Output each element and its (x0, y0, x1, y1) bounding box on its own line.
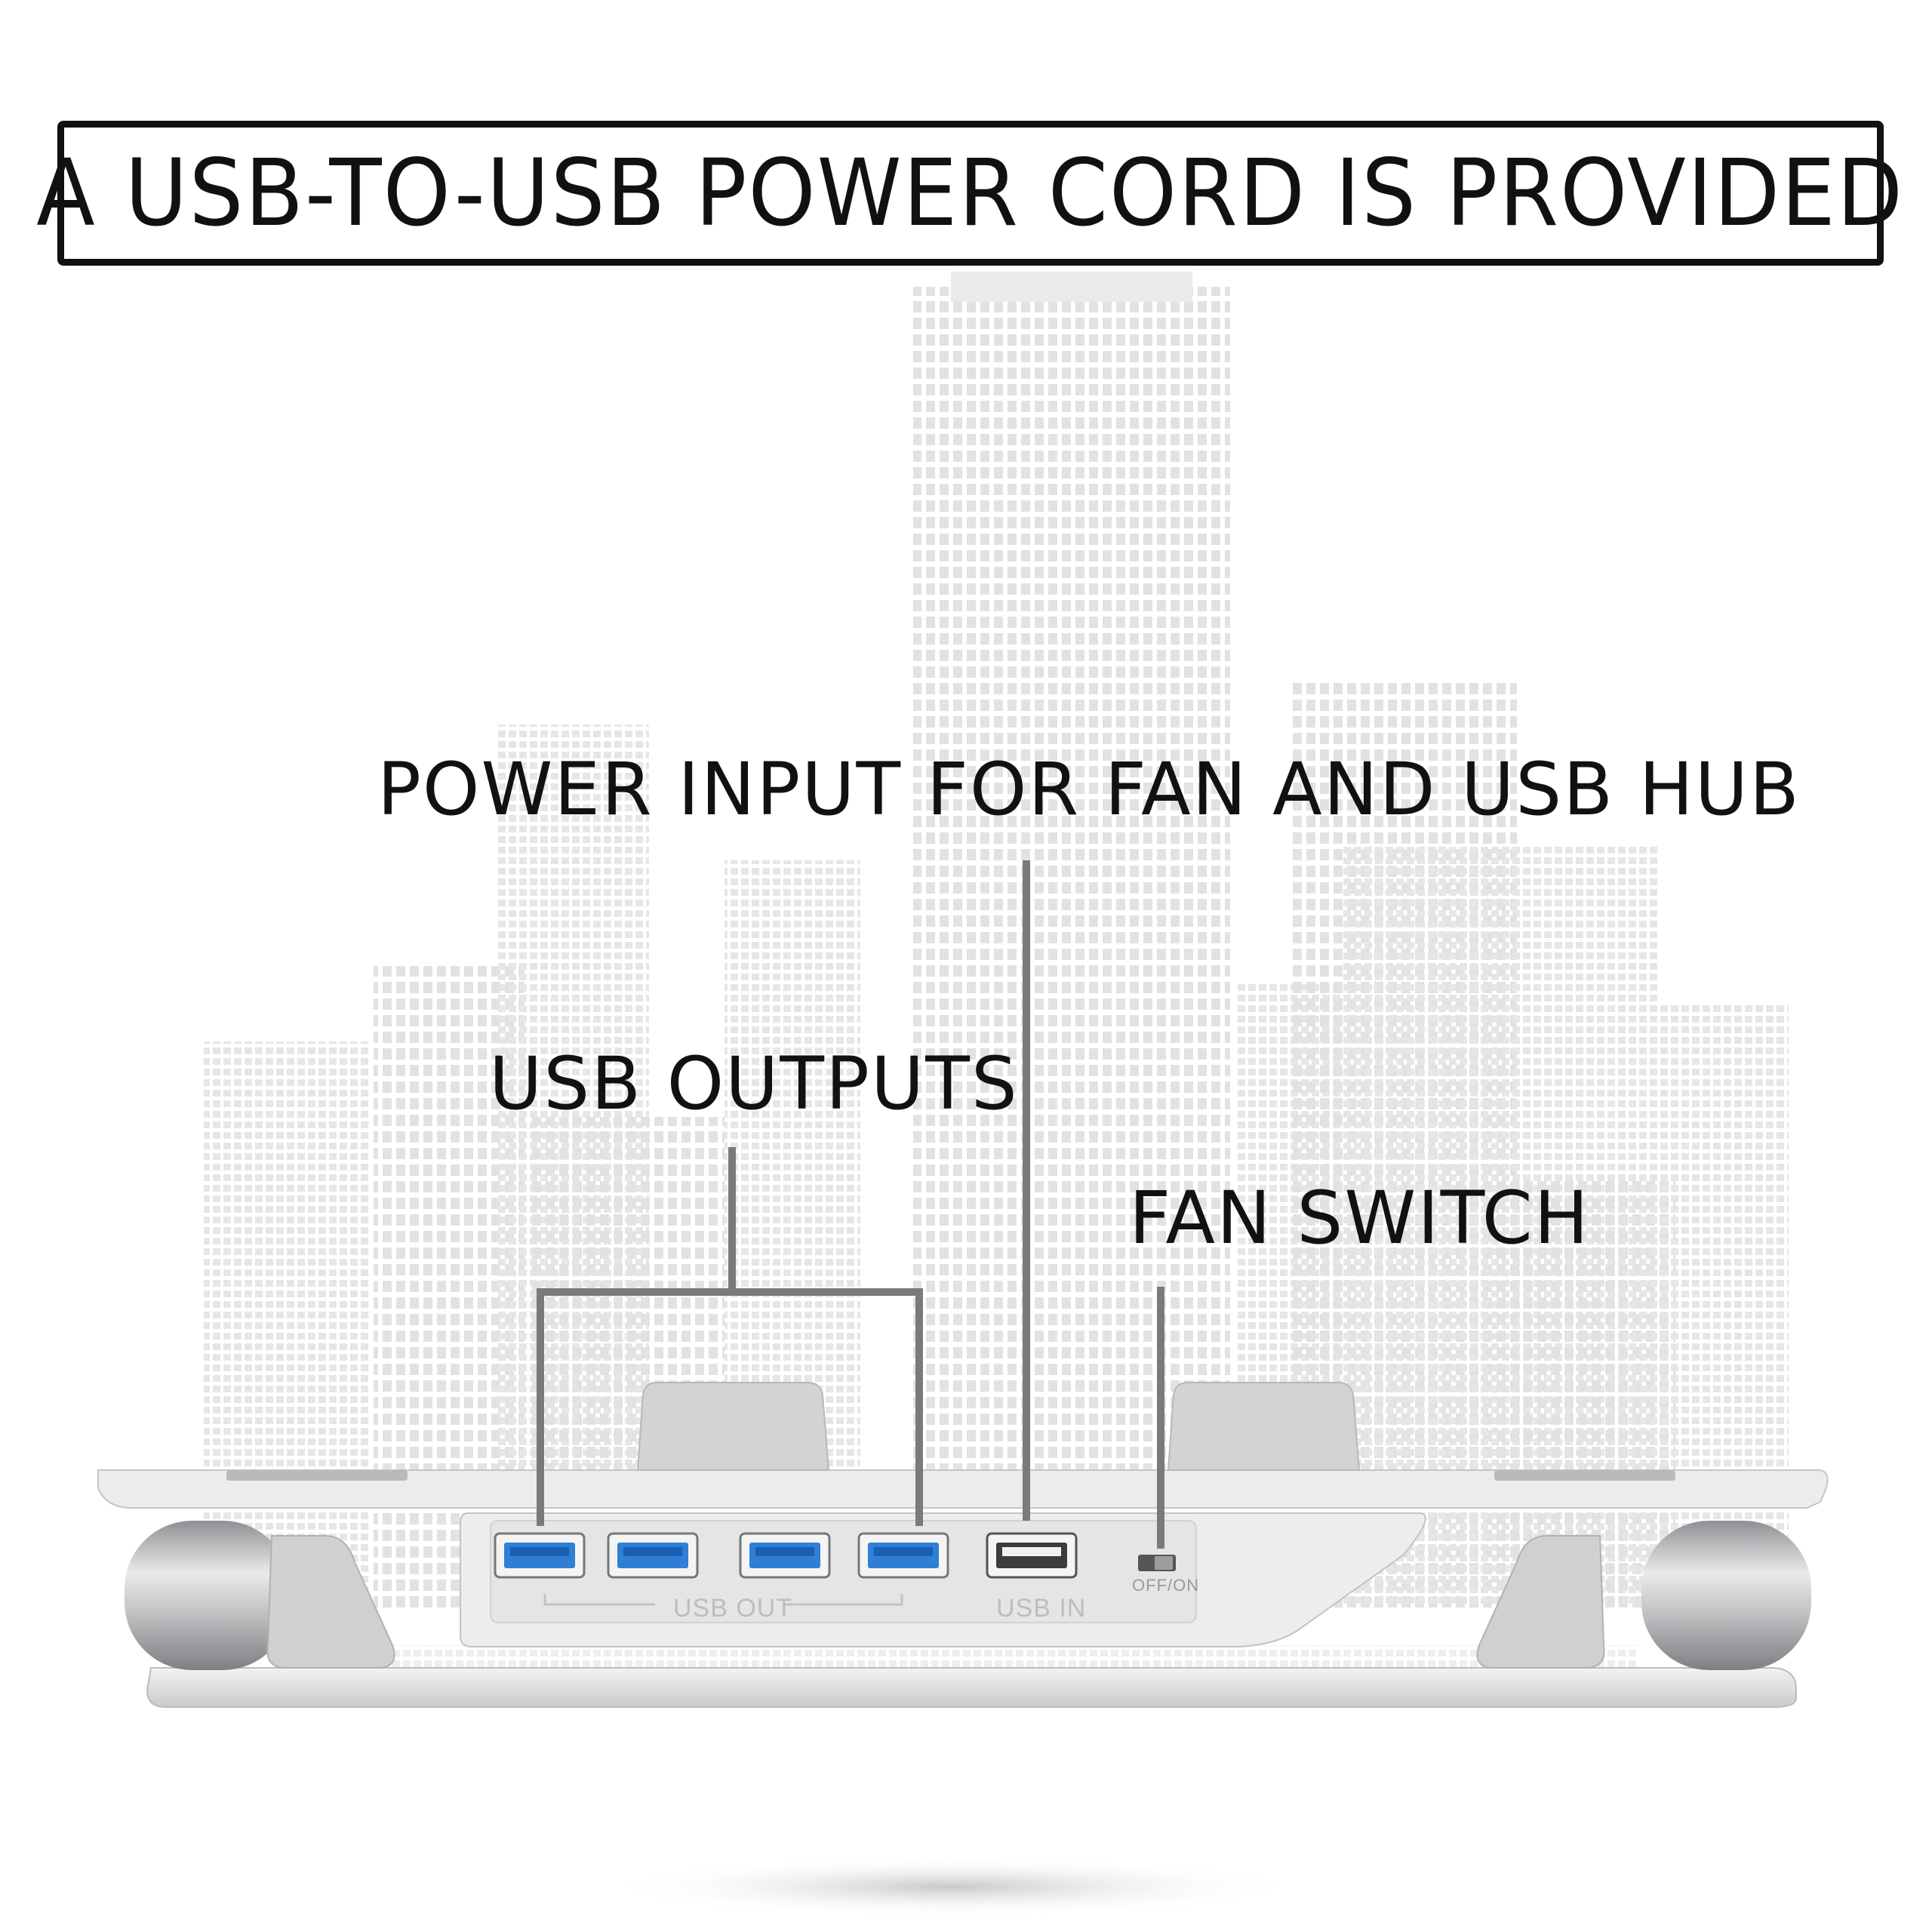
leader-lines (537, 860, 1164, 1549)
usb-3-port-4 (857, 1532, 949, 1579)
ground-shadow (604, 1857, 1298, 1917)
usb-input-port (986, 1532, 1078, 1579)
usb-3-port-1 (494, 1532, 586, 1579)
usb-outputs-bracket-line (537, 1288, 923, 1526)
usb-out-bracket (543, 1594, 903, 1606)
usb-out-panel-label: USB OUT (673, 1594, 793, 1623)
fan-switch (1138, 1555, 1176, 1571)
headline-text: A USB-TO-USB POWER CORD IS PROVIDED (36, 140, 1905, 247)
usb-outputs-callout: USB OUTPUTS (489, 1041, 1019, 1126)
headline-banner: A USB-TO-USB POWER CORD IS PROVIDED (37, 121, 1903, 266)
power-input-callout: POWER INPUT FOR FAN AND USB HUB (377, 747, 1801, 832)
usb-3-port-2 (607, 1532, 699, 1579)
off-on-switch-label: OFF/ON (1132, 1576, 1200, 1595)
usb-3-port-3 (739, 1532, 831, 1579)
usb-in-panel-label: USB IN (996, 1594, 1087, 1623)
fan-switch-callout: FAN SWITCH (1129, 1176, 1590, 1260)
